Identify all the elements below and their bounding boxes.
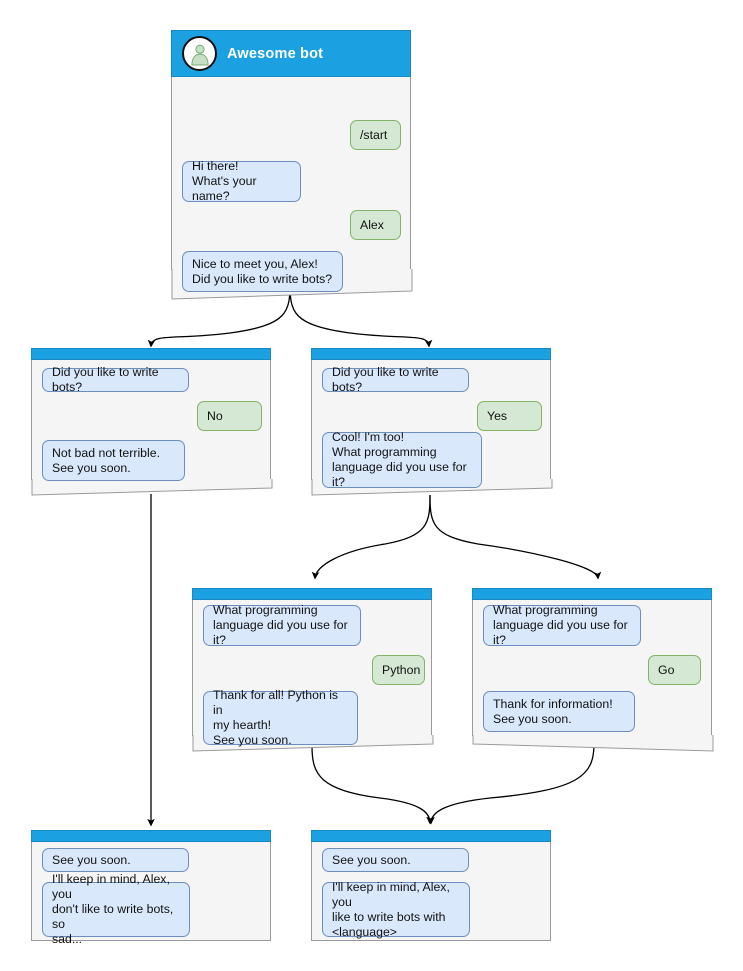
message-bubble-incoming[interactable]: Nice to meet you, Alex! Did you like to … [182,251,343,292]
card-bottom-skew-no [31,479,273,496]
edge-yes-to-python [311,494,431,580]
card-header-end-no [31,830,271,842]
message-bubble-incoming[interactable]: I'll keep in mind, Alex, you don't like … [42,872,190,946]
message-bubble-incoming[interactable]: Cool! I'm too! What programming language… [322,430,482,489]
message-bubble-outgoing[interactable]: Go [648,655,701,685]
message-bubble-outgoing[interactable]: Alex [350,210,401,240]
card-body-no-branch: Did you like to write bots? No Not bad n… [32,360,270,481]
chat-card-no-branch[interactable]: Did you like to write bots? No Not bad n… [31,348,273,496]
card-header-yes-branch [311,348,551,360]
message-bubble-outgoing[interactable]: /start [350,120,401,150]
edge-root-to-yes [289,282,433,348]
message-bubble-incoming[interactable]: Did you like to write bots? [42,365,189,394]
message-bubble-incoming[interactable]: Did you like to write bots? [322,365,469,394]
card-body-python-branch: What programming language did you use fo… [193,600,431,747]
bot-name-label: Awesome bot [227,45,324,62]
card-body-end-no: See you soon. I'll keep in mind, Alex, y… [32,842,270,946]
chat-card-root[interactable]: Awesome bot /start Hi there! What's your… [171,30,413,300]
message-bubble-incoming[interactable]: See you soon. [42,848,189,872]
card-body-yes-branch: Did you like to write bots? Yes Cool! I'… [312,360,550,489]
card-header-python-branch [192,588,432,600]
message-bubble-incoming[interactable]: Hi there! What's your name? [182,159,301,203]
message-bubble-incoming[interactable]: Thank for information! See you soon. [483,691,635,732]
edge-yes-to-go [429,494,602,580]
message-bubble-outgoing[interactable]: No [197,401,262,431]
message-bubble-incoming[interactable]: See you soon. [322,848,469,872]
edge-python-to-end-yes [311,745,434,825]
card-header-root: Awesome bot [171,30,411,77]
chat-card-end-no[interactable]: See you soon. I'll keep in mind, Alex, y… [31,830,271,946]
chat-card-python-branch[interactable]: What programming language did you use fo… [192,588,434,752]
message-bubble-incoming[interactable]: What programming language did you use fo… [203,603,361,647]
message-bubble-outgoing[interactable]: Python [372,655,425,685]
edge-root-to-no [147,282,291,348]
card-body-end-yes: See you soon. I'll keep in mind, Alex, y… [312,842,550,940]
chat-card-yes-branch[interactable]: Did you like to write bots? Yes Cool! I'… [311,348,553,496]
edge-go-to-end-yes [427,743,595,825]
card-header-no-branch [31,348,271,360]
card-header-end-yes [311,830,551,842]
card-bottom-skew-go [472,735,714,752]
message-bubble-incoming[interactable]: I'll keep in mind, Alex, you like to wri… [322,880,470,939]
message-bubble-incoming[interactable]: What programming language did you use fo… [483,603,641,647]
card-header-go-branch [472,588,712,600]
chat-card-end-yes[interactable]: See you soon. I'll keep in mind, Alex, y… [311,830,551,941]
chat-card-go-branch[interactable]: What programming language did you use fo… [472,588,714,752]
card-body-go-branch: What programming language did you use fo… [473,600,711,735]
card-body-root: /start Hi there! What's your name? Alex … [172,77,410,292]
message-bubble-outgoing[interactable]: Yes [477,401,542,431]
user-avatar-icon [182,36,217,71]
message-bubble-incoming[interactable]: Not bad not terrible. See you soon. [42,440,185,481]
message-bubble-incoming[interactable]: Thank for all! Python is in my hearth! S… [203,688,358,747]
